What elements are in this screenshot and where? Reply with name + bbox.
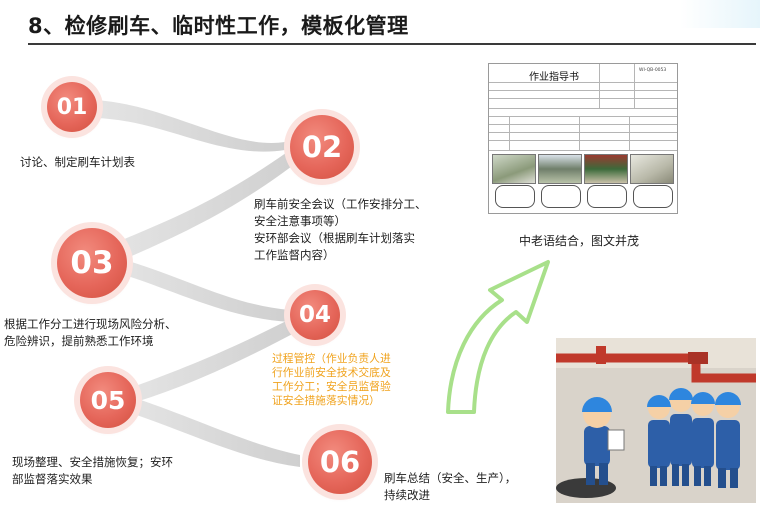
document-title: 作业指导书 bbox=[529, 68, 579, 83]
growth-arrow bbox=[448, 262, 548, 412]
step-01-text: 讨论、制定刷车计划表 bbox=[20, 154, 135, 171]
doc-photo-2 bbox=[538, 154, 582, 184]
step-circle-03: 03 bbox=[57, 228, 127, 298]
doc-photo-4 bbox=[630, 154, 674, 184]
step-04-text: 过程管控（作业负责人进 行作业前安全技术交底及 工作分工；安全员监督验 证安全措… bbox=[272, 352, 391, 408]
document-code: WI-QB-0053 bbox=[639, 68, 666, 73]
step-circle-01: 01 bbox=[47, 82, 97, 132]
step-05-text: 现场整理、安全措施恢复；安环 部监督落实效果 bbox=[12, 454, 173, 488]
step-circle-06: 06 bbox=[308, 430, 372, 494]
step-06-text: 刷车总结（安全、生产）， 持续改进 bbox=[384, 470, 516, 504]
safety-meeting-illustration bbox=[556, 338, 756, 503]
caption: 中老语结合，图文并茂 bbox=[519, 232, 639, 249]
doc-photo-3 bbox=[584, 154, 628, 184]
step-circle-05: 05 bbox=[80, 372, 136, 428]
doc-note-2 bbox=[541, 185, 581, 208]
step-03-text: 根据工作分工进行现场风险分析、 危险辨识，提前熟悉工作环境 bbox=[4, 316, 177, 350]
step-circle-02: 02 bbox=[290, 115, 354, 179]
doc-photo-1 bbox=[492, 154, 536, 184]
doc-note-4 bbox=[633, 185, 673, 208]
work-instruction-document: 作业指导书 WI-QB-0053 bbox=[488, 63, 678, 214]
ribbon-03-04 bbox=[115, 258, 290, 322]
step-02-text: 刷车前安全会议（工作安排分工、 安全注意事项等） 安环部会议（根据刷车计划落实 … bbox=[254, 196, 427, 264]
doc-note-3 bbox=[587, 185, 627, 208]
ribbon-01-02 bbox=[95, 100, 285, 152]
doc-note-1 bbox=[495, 185, 535, 208]
step-circle-04: 04 bbox=[290, 290, 340, 340]
